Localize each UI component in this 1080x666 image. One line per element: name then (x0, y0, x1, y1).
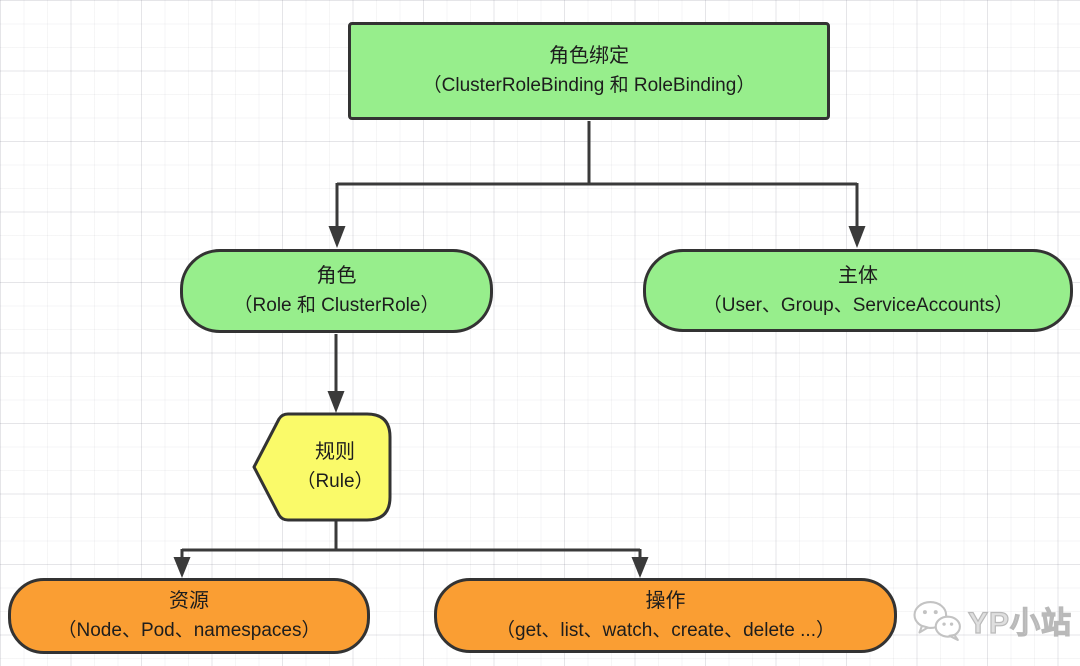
node-operation: 操作 （get、list、watch、create、delete ...） (434, 578, 897, 653)
node-rule-subtitle: （Rule） (296, 471, 374, 492)
watermark-text: YP小站 (967, 606, 1072, 640)
node-role-title: 角色 (316, 265, 357, 287)
arrowhead-role (328, 226, 346, 248)
node-role-binding: 角色绑定 （ClusterRoleBinding 和 RoleBinding） (348, 22, 830, 120)
node-operation-subtitle: （get、list、watch、create、delete ...） (496, 619, 835, 641)
node-role-subtitle: （Role 和 ClusterRole） (233, 295, 440, 316)
arrowhead-operation (631, 557, 649, 578)
node-role-binding-subtitle: （ClusterRoleBinding 和 RoleBinding） (422, 75, 756, 96)
node-rule-title: 规则 (315, 441, 355, 463)
wechat-icon (913, 601, 961, 642)
arrowhead-resource (173, 557, 191, 578)
watermark: YP小站 (912, 592, 1072, 648)
node-subject: 主体 （User、Group、ServiceAccounts） (643, 249, 1073, 332)
node-subject-title: 主体 (838, 264, 878, 287)
node-resource: 资源 （Node、Pod、namespaces） (8, 578, 370, 654)
node-resource-title: 资源 (169, 590, 209, 612)
node-resource-subtitle: （Node、Pod、namespaces） (57, 620, 321, 641)
node-rule: 规则 （Rule） (250, 410, 396, 524)
node-subject-subtitle: （User、Group、ServiceAccounts） (702, 294, 1014, 316)
node-operation-title: 操作 (645, 589, 686, 612)
node-role-binding-title: 角色绑定 (549, 45, 629, 67)
node-role: 角色 （Role 和 ClusterRole） (180, 249, 493, 333)
arrowhead-subject (848, 226, 866, 248)
